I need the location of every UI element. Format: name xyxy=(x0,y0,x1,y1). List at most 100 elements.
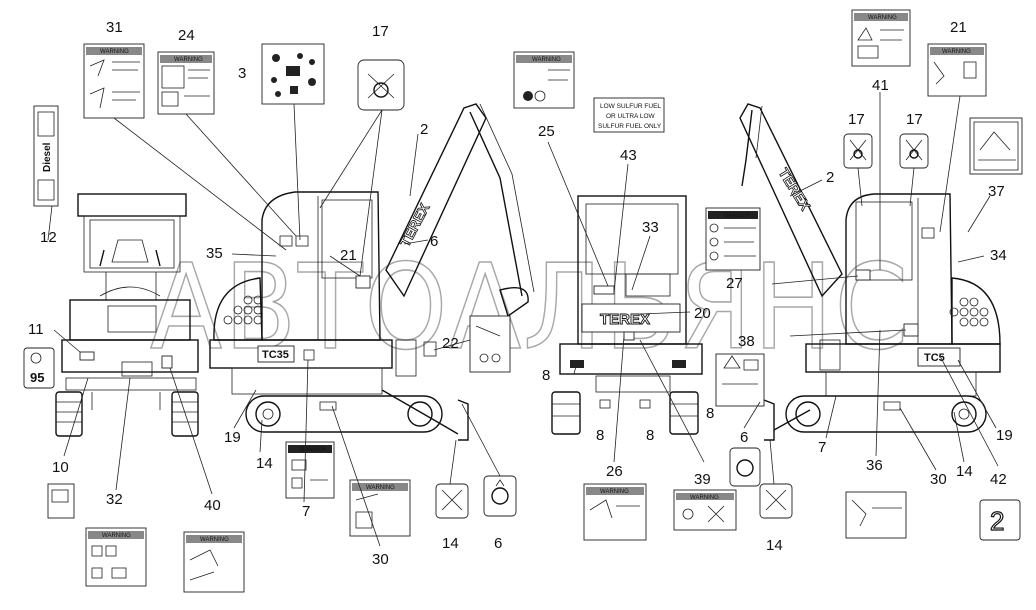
decal-hook-6c xyxy=(729,447,761,487)
decal-14c xyxy=(759,483,793,519)
callout-34: 34 xyxy=(990,247,1007,264)
callout-41: 41 xyxy=(872,77,889,94)
callout-21b: 21 xyxy=(950,19,967,36)
callout-2b: 2 xyxy=(826,169,834,186)
callout-10: 10 xyxy=(52,459,69,476)
svg-text:WARNING: WARNING xyxy=(174,57,203,63)
decal-warning-40: WARNING xyxy=(183,531,245,593)
svg-text:WARNING: WARNING xyxy=(100,49,129,55)
front-view-machine-left xyxy=(55,193,199,437)
rear-view-machine-center: TEREX xyxy=(551,195,703,435)
decal-10 xyxy=(47,483,75,519)
callout-39: 39 xyxy=(694,471,711,488)
callout-8d: 8 xyxy=(646,427,654,444)
callout-24: 24 xyxy=(178,27,195,44)
decal-lifting-chart-37 xyxy=(969,117,1023,175)
decal-manual-38 xyxy=(715,353,765,407)
callout-43: 43 xyxy=(620,147,637,164)
callout-42: 42 xyxy=(990,471,1007,488)
callout-14b: 14 xyxy=(442,535,459,552)
callout-14d: 14 xyxy=(956,463,973,480)
callout-12: 12 xyxy=(40,229,57,246)
decal-warning-31: WARNING xyxy=(83,43,145,119)
decal-warning-39: WARNING xyxy=(673,489,737,531)
callout-8c: 8 xyxy=(596,427,604,444)
callout-37: 37 xyxy=(988,183,1005,200)
svg-text:WARNING: WARNING xyxy=(942,49,971,55)
decal-danger-7: DANGER xyxy=(285,441,335,499)
callout-6c: 6 xyxy=(740,429,748,446)
svg-text:WARNING: WARNING xyxy=(868,15,897,21)
decal-warning-41: WARNING xyxy=(851,9,911,67)
callout-3: 3 xyxy=(238,65,246,82)
decal-warning-32: WARNING xyxy=(85,527,147,587)
decal-warning-25: WARNING xyxy=(513,51,575,109)
decal-diesel-strip: Diesel xyxy=(33,105,59,207)
callout-32: 32 xyxy=(106,491,123,508)
callout-11: 11 xyxy=(28,321,44,338)
callout-38: 38 xyxy=(738,333,755,350)
svg-text:WARNING: WARNING xyxy=(690,495,719,501)
decal-warning-30a: WARNING xyxy=(349,479,411,537)
decal-hook-6b xyxy=(483,475,517,517)
decal-fuel-95: 95 xyxy=(23,347,55,389)
svg-text:95: 95 xyxy=(30,370,44,385)
callout-2a: 2 xyxy=(420,121,428,138)
svg-text:WARNING: WARNING xyxy=(600,489,629,495)
callout-8a: 8 xyxy=(542,367,550,384)
callout-17a: 17 xyxy=(372,23,389,40)
svg-text:OR ULTRA LOW: OR ULTRA LOW xyxy=(606,113,656,120)
callout-19a: 19 xyxy=(224,429,241,446)
callout-35: 35 xyxy=(206,245,223,262)
callout-36: 36 xyxy=(866,457,883,474)
callout-6a: 6 xyxy=(430,233,438,250)
callout-33: 33 xyxy=(642,219,659,236)
decal-warning-26: WARNING xyxy=(583,483,647,541)
decal-36 xyxy=(845,491,907,539)
decal-14a xyxy=(435,483,469,519)
decal-danger-cab: DANGER xyxy=(705,207,761,271)
callout-19b: 19 xyxy=(996,427,1013,444)
callout-labels: 31 24 3 17 12 2 6 35 21 11 22 19 14 7 10… xyxy=(28,19,1013,568)
svg-text:WARNING: WARNING xyxy=(532,57,561,63)
svg-text:DANGER: DANGER xyxy=(300,447,326,453)
callout-14a: 14 xyxy=(256,455,273,472)
decal-lifting-hook-17c xyxy=(899,133,929,169)
callout-31: 31 xyxy=(106,19,123,36)
decal-control-pictograms-3 xyxy=(261,43,325,105)
decal-warning-24: WARNING xyxy=(157,51,215,115)
callout-21a: 21 xyxy=(340,247,357,264)
decal-pictogram-22 xyxy=(469,315,511,373)
model-decal-right: TC5 xyxy=(924,352,945,364)
svg-text:LOW SULFUR FUEL: LOW SULFUR FUEL xyxy=(600,103,661,110)
brand-decal-rear: TEREX xyxy=(600,311,650,328)
svg-text:Diesel: Diesel xyxy=(42,142,53,172)
decal-42: 2 xyxy=(979,499,1021,541)
callout-7a: 7 xyxy=(302,503,310,520)
decal-lifting-hook-17b xyxy=(843,133,873,169)
svg-text:WARNING: WARNING xyxy=(366,485,395,491)
decal-warning-21b: WARNING xyxy=(927,43,987,97)
callout-22: 22 xyxy=(442,335,459,352)
callout-27: 27 xyxy=(726,275,743,292)
svg-text:WARNING: WARNING xyxy=(102,533,131,539)
callout-26: 26 xyxy=(606,463,623,480)
svg-text:DANGER: DANGER xyxy=(724,213,750,219)
callout-17c: 17 xyxy=(906,111,923,128)
callout-14c: 14 xyxy=(766,537,783,554)
callout-7b: 7 xyxy=(818,439,826,456)
svg-text:SULFUR FUEL ONLY: SULFUR FUEL ONLY xyxy=(598,123,662,130)
callout-20: 20 xyxy=(694,305,711,322)
callout-30a: 30 xyxy=(372,551,389,568)
leader-lines xyxy=(47,92,999,547)
decal-lifting-hook-17a xyxy=(357,59,405,111)
callout-40: 40 xyxy=(204,497,221,514)
callout-25: 25 xyxy=(538,123,555,140)
svg-text:2: 2 xyxy=(990,506,1004,536)
model-decal-left: TC35 xyxy=(262,349,289,361)
callout-8b: 8 xyxy=(706,405,714,422)
side-view-machine-left: TC35 TEREX xyxy=(209,103,535,441)
decal-low-sulfur-fuel: LOW SULFUR FUEL OR ULTRA LOW SULFUR FUEL… xyxy=(593,97,665,133)
callout-6b: 6 xyxy=(494,535,502,552)
